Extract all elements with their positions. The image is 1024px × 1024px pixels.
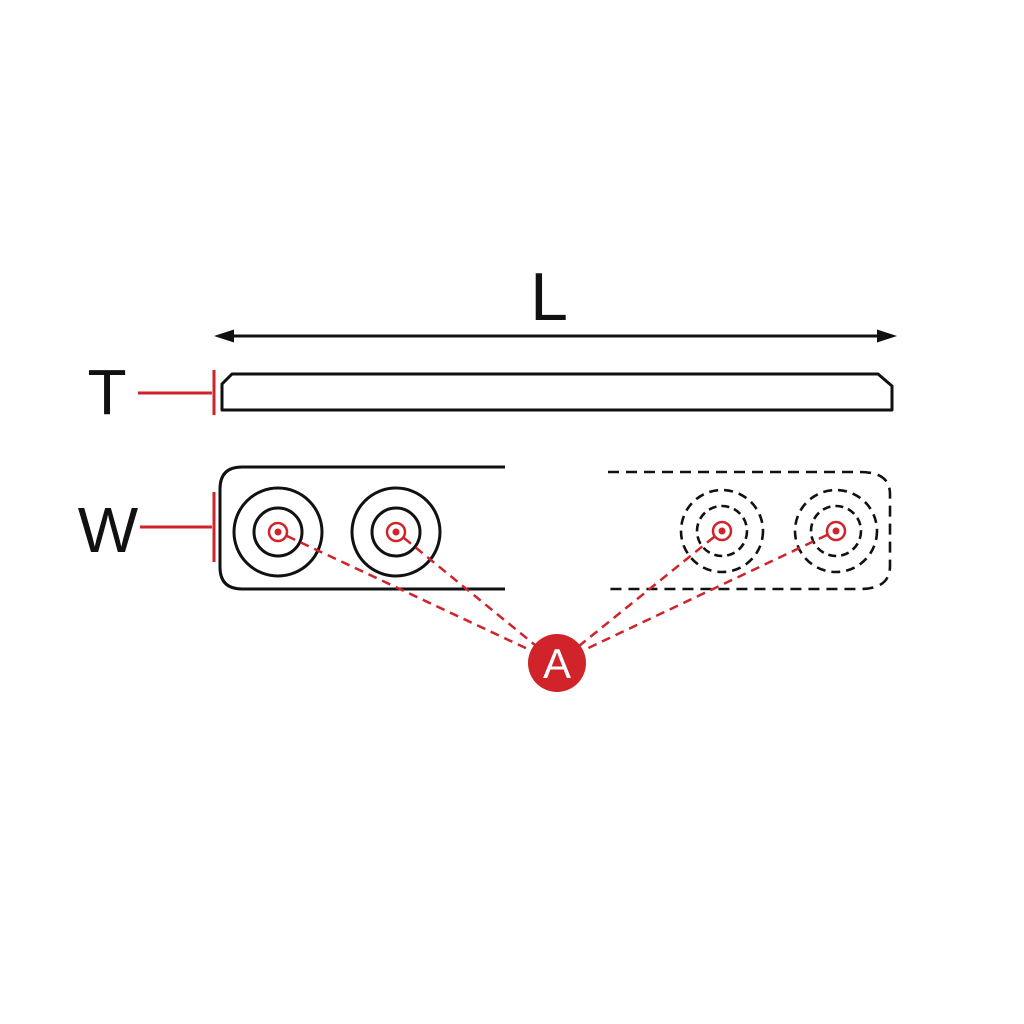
width-label: W [78, 494, 139, 566]
hole-4-center-dot [832, 527, 840, 535]
callout-a-label: A [543, 640, 571, 687]
plan-outline-solid [218, 465, 505, 591]
callout-leader-hole-2 [403, 537, 536, 646]
hole-3-center-circle [711, 520, 733, 542]
length-label: L [530, 259, 568, 335]
length-arrowhead-left [214, 329, 234, 343]
hole-3-bore-circle [695, 504, 749, 558]
callout-a-bubble [528, 634, 586, 692]
countersunk-hole-3 [679, 488, 765, 574]
hole-4-center-circle [825, 520, 847, 542]
callout-leader-hole-1 [286, 534, 533, 653]
plan-outline-hidden [608, 470, 892, 591]
hole-4-bore-circle [809, 504, 863, 558]
plan-view-solid-section [218, 465, 505, 591]
hole-2-center-circle [385, 521, 407, 543]
hole-1-countersink-circle [232, 486, 324, 578]
length-dimension: L [214, 259, 897, 343]
width-dimension: W [78, 492, 216, 566]
hole-3-center-dot [718, 527, 726, 535]
hole-2-center-dot [392, 528, 400, 536]
bar-side-profile [220, 372, 894, 412]
hole-1-bore-circle [252, 506, 304, 558]
hole-1-center-circle [267, 521, 289, 543]
thickness-dimension: T [87, 356, 216, 428]
bar-side-view [220, 372, 894, 412]
callout-leader-hole-3 [578, 536, 715, 647]
hole-4-countersink-circle [793, 488, 879, 574]
thickness-label: T [87, 356, 126, 428]
hole-1-center-dot [274, 528, 282, 536]
hole-2-bore-circle [370, 506, 422, 558]
callout-leader-hole-4 [581, 533, 828, 653]
hole-3-countersink-circle [679, 488, 765, 574]
hole-2-countersink-circle [350, 486, 442, 578]
countersunk-hole-2 [350, 486, 442, 578]
countersunk-hole-1 [232, 486, 324, 578]
countersunk-hole-4 [793, 488, 879, 574]
hole-callout-a: A [286, 533, 828, 692]
plan-view-hidden-section [608, 470, 892, 591]
length-arrowhead-right [877, 329, 897, 343]
